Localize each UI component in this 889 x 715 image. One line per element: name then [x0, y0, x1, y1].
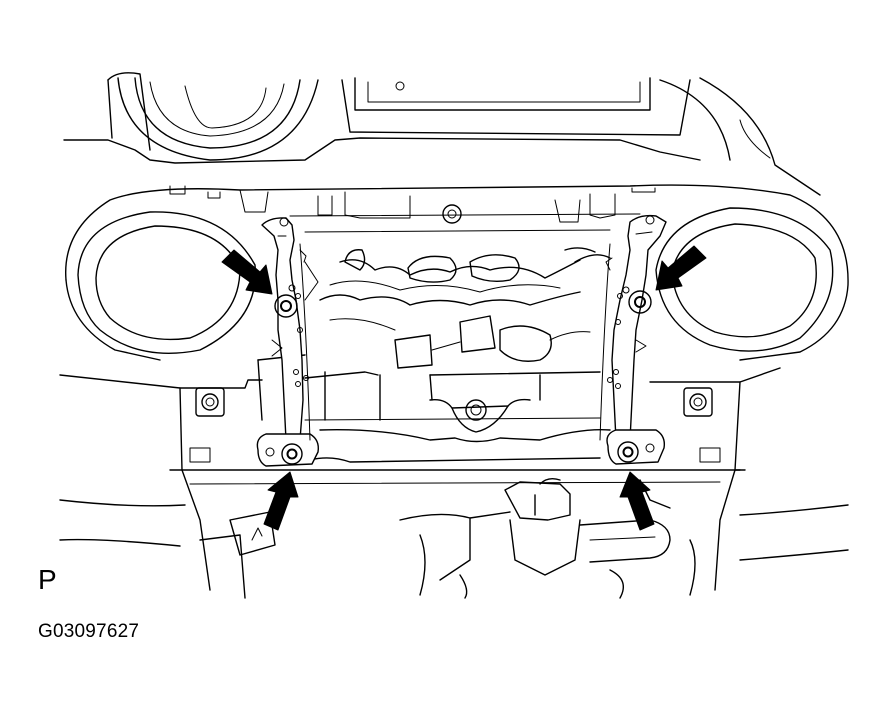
wire-harness	[304, 247, 611, 369]
view-letter-label: P	[38, 564, 57, 595]
left-bracket	[256, 217, 320, 467]
instrument-cluster-frame	[65, 184, 849, 361]
lower-dash-panel	[59, 367, 849, 591]
arrow-icon-lower-right	[619, 471, 655, 531]
steering-column-area	[199, 477, 696, 599]
arrow-icon-upper-left	[221, 249, 273, 295]
callout-arrows	[221, 245, 707, 531]
upper-dash-panel	[63, 72, 821, 196]
right-bracket	[599, 214, 667, 465]
figure-code-label: G03097627	[38, 621, 140, 642]
arrow-icon-upper-right	[655, 245, 707, 291]
arrow-icon-lower-left	[263, 471, 299, 531]
